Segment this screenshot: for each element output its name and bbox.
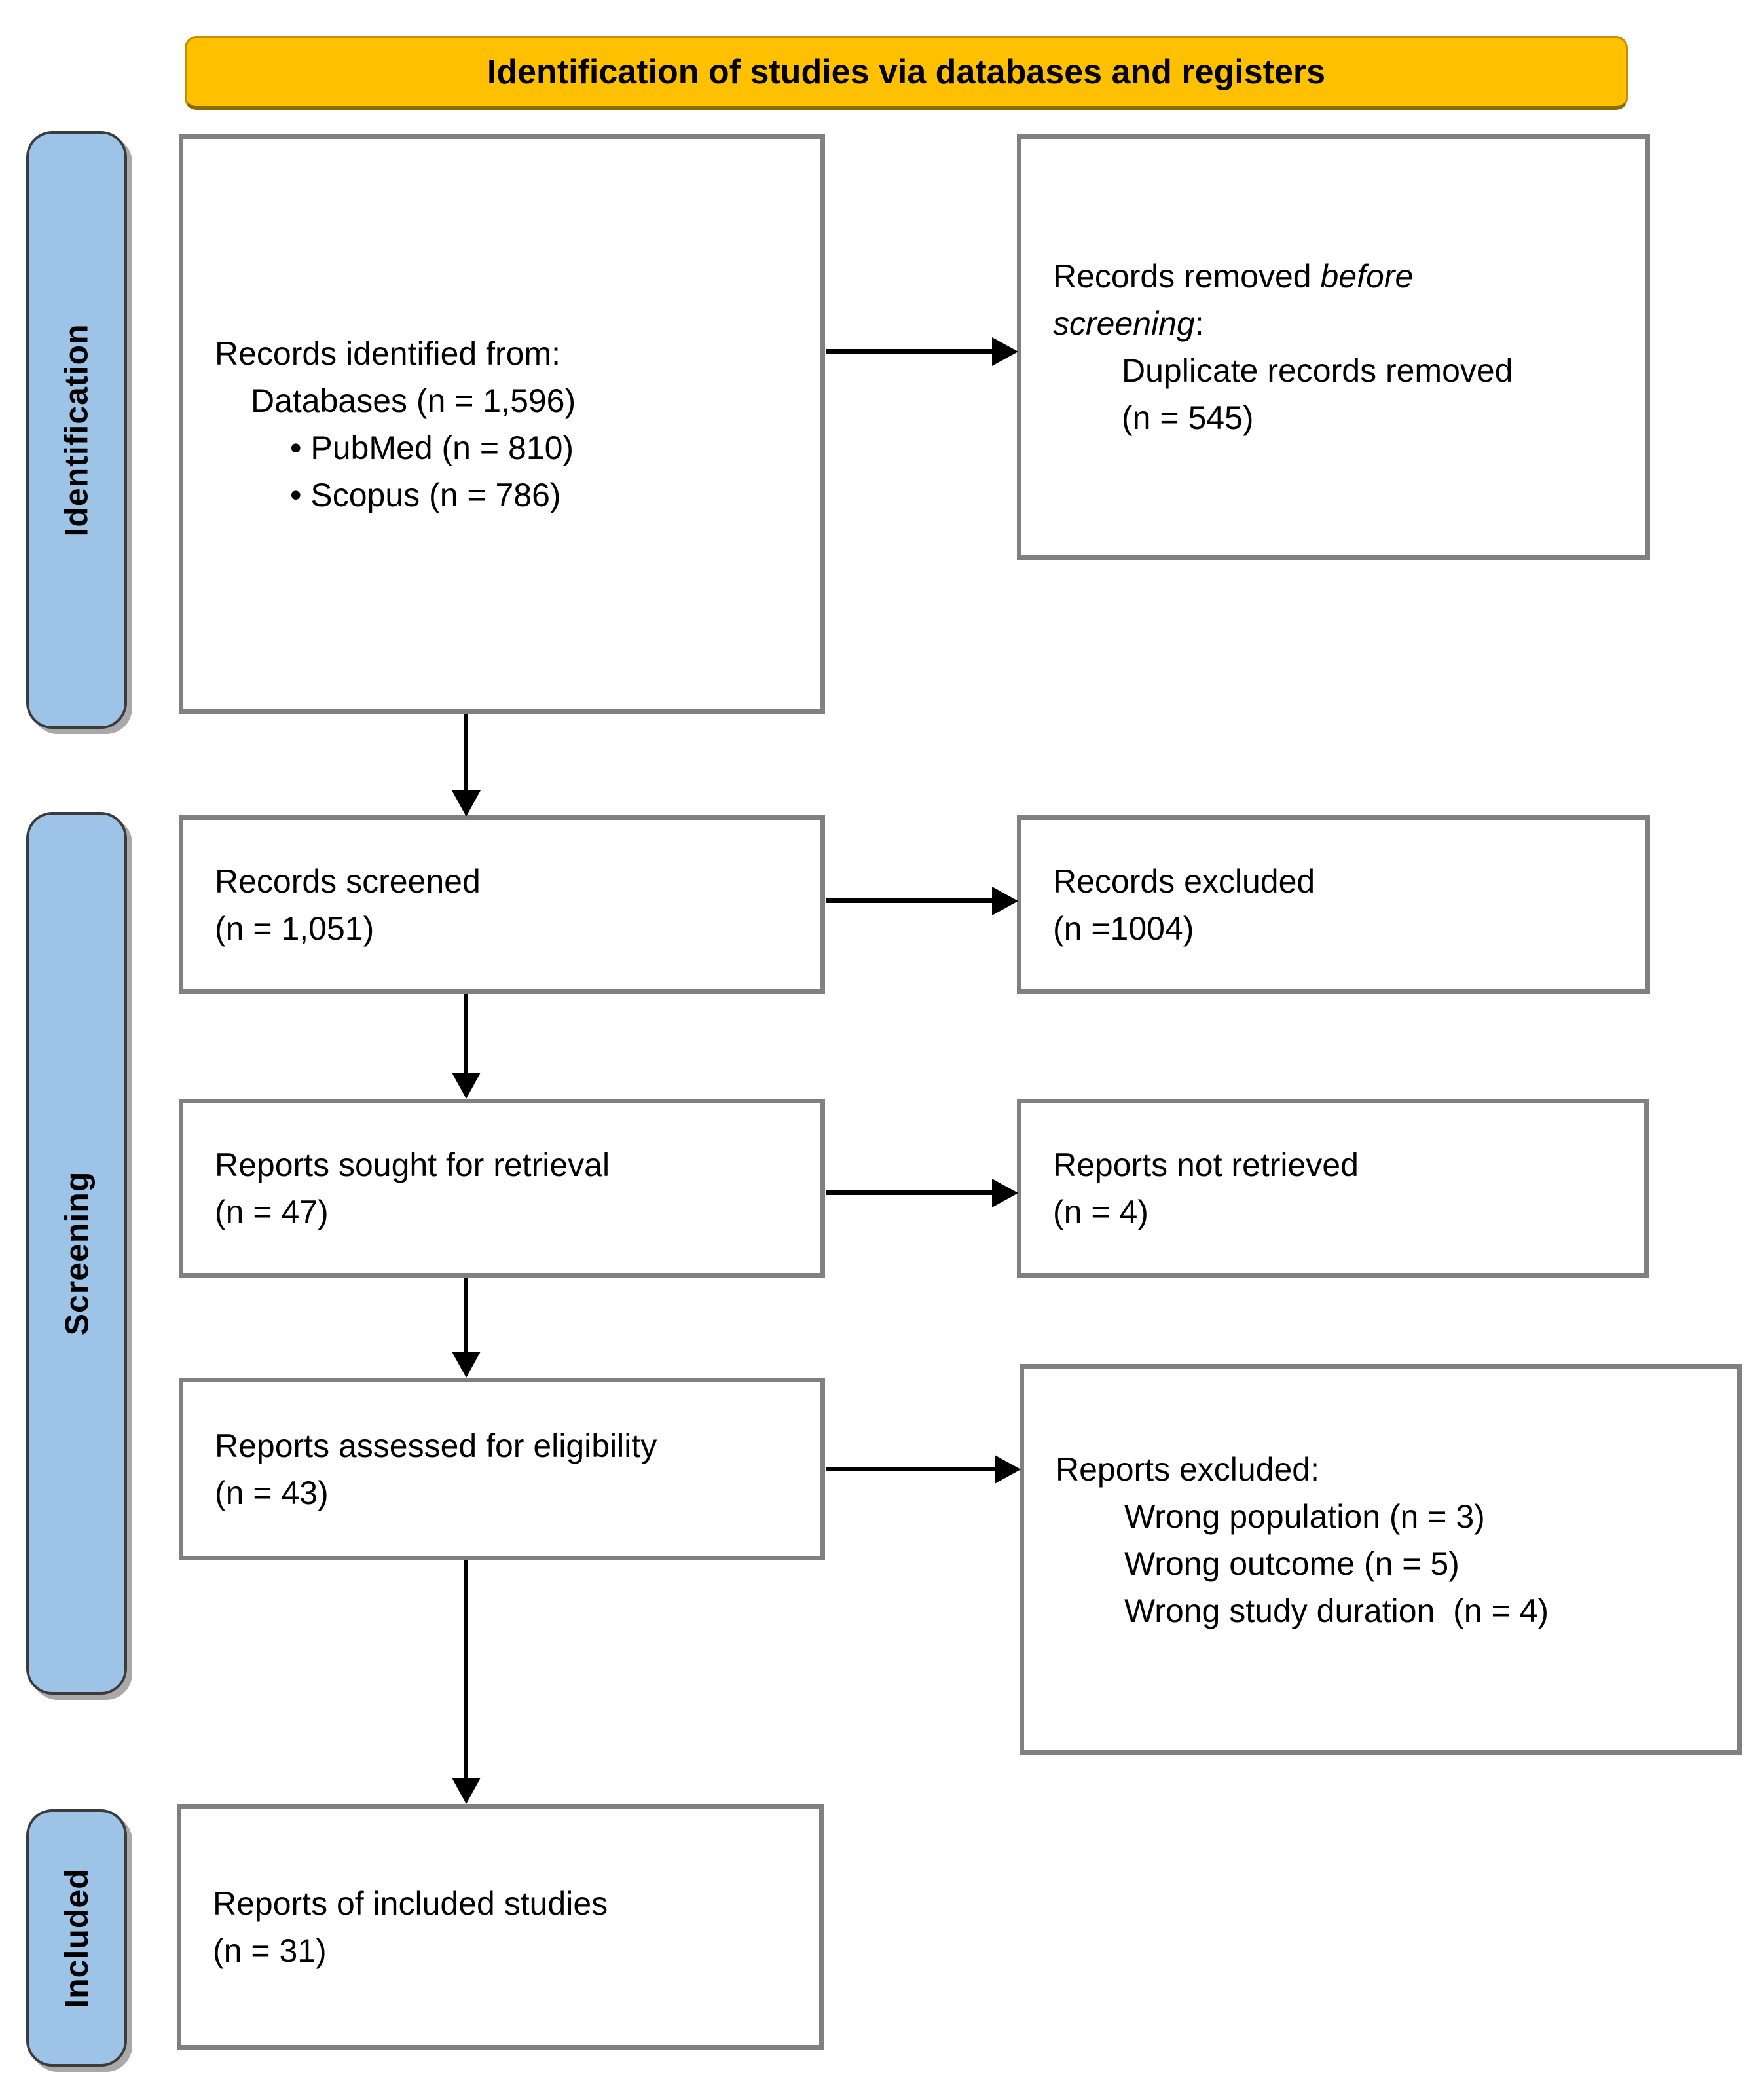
reports-excluded-reason: Wrong outcome (n = 5) (1124, 1545, 1460, 1582)
reports-sought-count: (n = 47) (215, 1193, 329, 1230)
banner-title: Identification of studies via databases … (487, 53, 1326, 91)
box-records-excluded: Records excluded (n =1004) (1017, 815, 1650, 994)
records-screened-count: (n = 1,051) (215, 910, 375, 947)
records-excluded-count: (n =1004) (1053, 910, 1194, 947)
records-removed-line: Duplicate records removed (1122, 352, 1513, 389)
box-records-identified: Records identified from: Databases (n = … (179, 134, 825, 714)
banner: Identification of studies via databases … (185, 36, 1628, 110)
arrow-assessed-to-included (464, 1560, 468, 1778)
records-removed-italic: before (1320, 258, 1414, 295)
box-reports-not-retrieved: Reports not retrieved (n = 4) (1017, 1099, 1649, 1278)
reports-excluded-reason: Wrong population (n = 3) (1124, 1498, 1485, 1535)
stage-screening-label: Screening (58, 1171, 95, 1336)
reports-sought-line: Reports sought for retrieval (215, 1146, 610, 1183)
records-screened-line: Records screened (215, 862, 481, 900)
records-removed-italic: screening (1053, 305, 1195, 342)
arrow-identified-to-screened (464, 714, 468, 790)
records-removed-line: screening: (1053, 300, 1204, 347)
reports-not-retrieved-line: Reports not retrieved (1053, 1146, 1359, 1183)
stage-included-label: Included (58, 1868, 96, 2008)
records-removed-line: Records removed before (1053, 253, 1413, 300)
reports-not-retrieved-count: (n = 4) (1053, 1193, 1148, 1230)
reports-assessed-count: (n = 43) (215, 1474, 329, 1511)
arrow-screened-to-excluded (826, 898, 992, 903)
reports-excluded-title: Reports excluded: (1056, 1450, 1320, 1488)
stage-identification: Identification (26, 131, 127, 729)
arrow-sought-to-not-retrieved (826, 1190, 992, 1195)
stage-identification-label: Identification (58, 323, 96, 537)
reports-excluded-reason: Wrong study duration (n = 4) (1124, 1592, 1549, 1629)
records-excluded-line: Records excluded (1053, 862, 1315, 900)
box-reports-included: Reports of included studies (n = 31) (177, 1804, 824, 2050)
arrow-screened-to-sought (464, 994, 468, 1073)
box-reports-excluded: Reports excluded: Wrong population (n = … (1020, 1364, 1742, 1755)
records-identified-line: Databases (n = 1,596) (251, 382, 576, 419)
arrow-assessed-to-excluded (826, 1467, 995, 1471)
stage-included: Included (26, 1809, 127, 2067)
box-reports-assessed: Reports assessed for eligibility (n = 43… (179, 1378, 825, 1560)
box-records-screened: Records screened (n = 1,051) (179, 815, 825, 994)
records-removed-text: : (1194, 305, 1204, 342)
box-records-removed: Records removed before screening: Duplic… (1017, 134, 1650, 560)
box-reports-sought: Reports sought for retrieval (n = 47) (179, 1099, 825, 1278)
reports-included-line: Reports of included studies (213, 1885, 608, 1922)
records-removed-line: (n = 545) (1122, 399, 1254, 436)
arrow-identified-to-removed (826, 349, 992, 354)
arrow-sought-to-assessed (464, 1278, 468, 1352)
records-identified-bullet: • Scopus (n = 786) (290, 476, 561, 513)
records-identified-line: Records identified from: (215, 335, 561, 372)
stage-screening: Screening (26, 812, 127, 1695)
reports-assessed-line: Reports assessed for eligibility (215, 1427, 657, 1464)
reports-included-count: (n = 31) (213, 1932, 327, 1969)
records-identified-bullet: • PubMed (n = 810) (290, 429, 574, 466)
records-removed-text: Records removed (1053, 258, 1321, 295)
